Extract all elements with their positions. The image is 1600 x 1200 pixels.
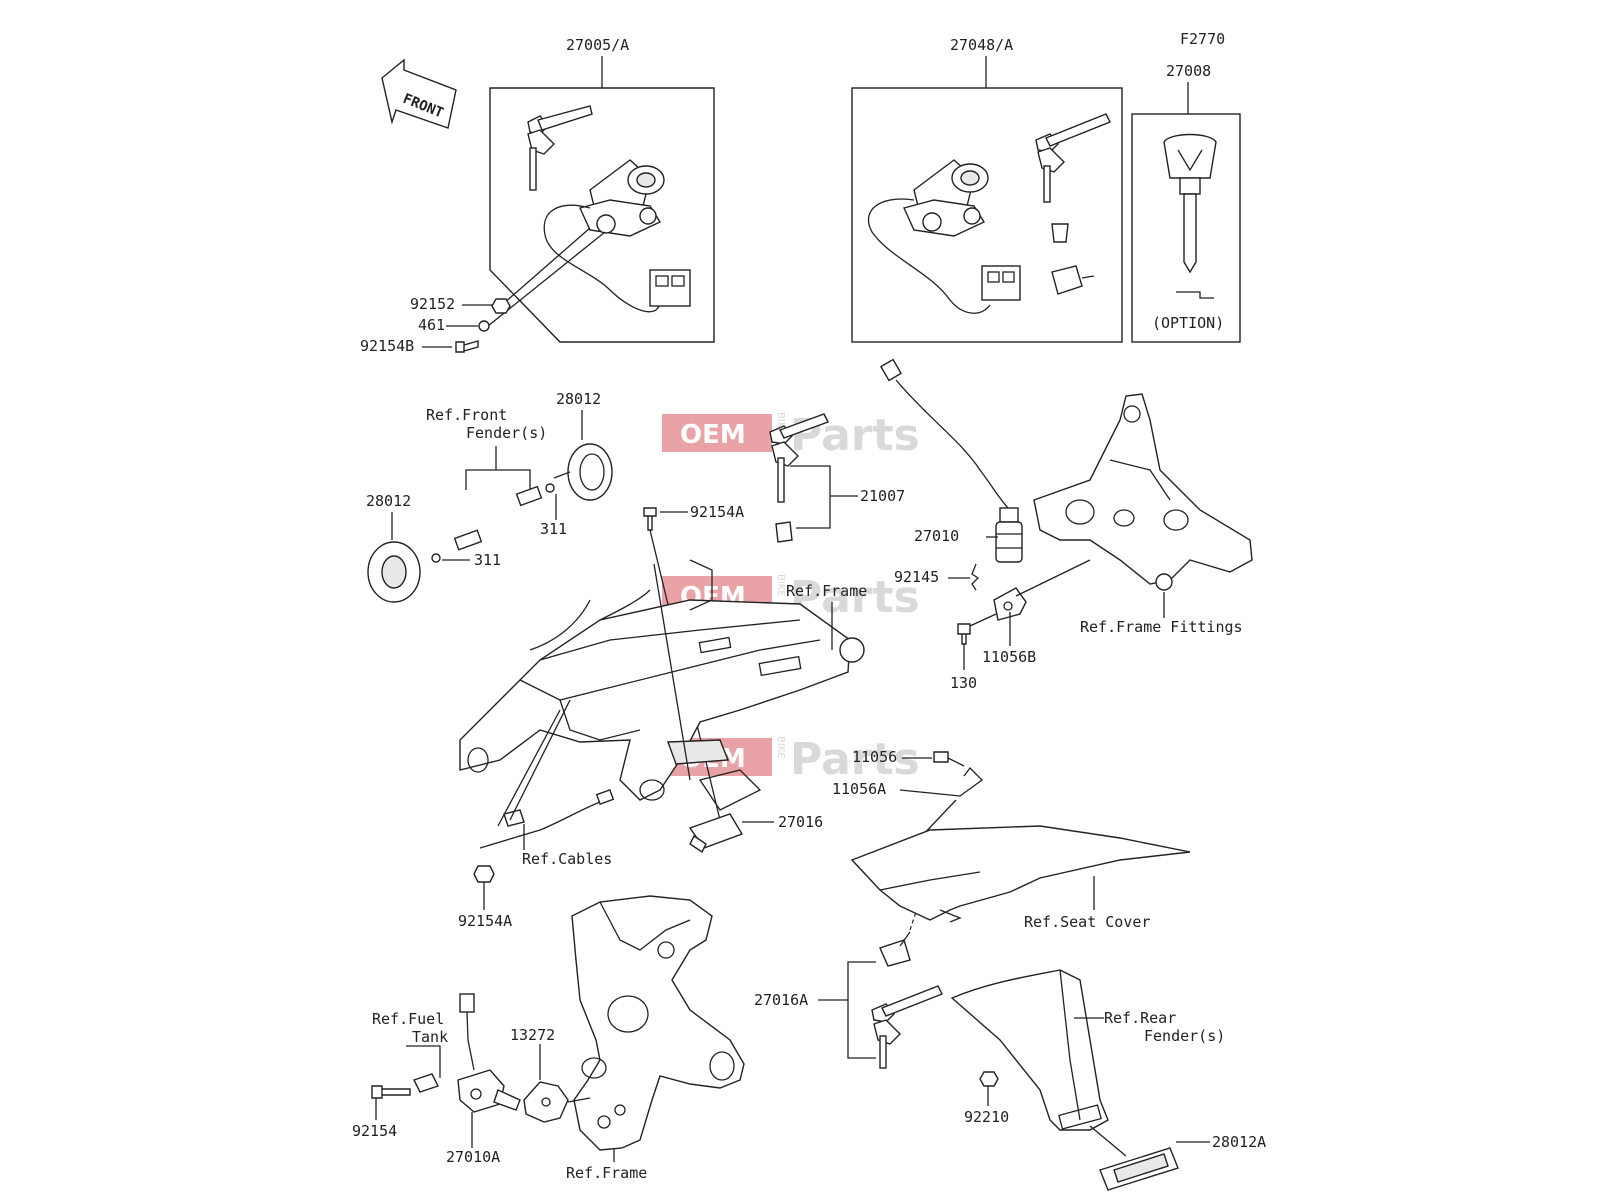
part-label-p27048A[interactable]: 27048/A xyxy=(950,36,1013,54)
rear-frame-icon xyxy=(571,895,745,1151)
ignition-switch-set-27048a: 27048/A xyxy=(851,36,1123,343)
diagram-text: BIKE xyxy=(775,412,786,435)
part-label-p27005A[interactable]: 27005/A xyxy=(566,36,629,54)
seat-lock-switch-27010 xyxy=(879,358,1023,563)
part-label-p92152[interactable]: 92152 xyxy=(410,295,455,313)
part-label-ref-frame-bot[interactable]: Ref.Frame xyxy=(566,1164,647,1182)
part-label-p92154B[interactable]: 92154B xyxy=(360,337,414,355)
cap-icon xyxy=(1051,265,1083,295)
key-set-21007 xyxy=(769,413,858,543)
diagram-text: (OPTION) xyxy=(1152,314,1224,332)
bolt-icon xyxy=(643,507,657,531)
nut-icon xyxy=(979,1071,999,1087)
frame-fittings-icon xyxy=(1033,393,1253,591)
screw-icon xyxy=(455,340,479,353)
connector-icon xyxy=(981,265,1021,301)
spacer-right-icon xyxy=(515,485,543,507)
part-label-p11056A[interactable]: 11056A xyxy=(832,780,886,798)
part-label-p28012A[interactable]: 28012A xyxy=(1212,1133,1266,1151)
part-label-p27010A[interactable]: 27010A xyxy=(446,1148,500,1166)
part-label-p311-left[interactable]: 311 xyxy=(474,551,501,569)
bracket-11056b-icon xyxy=(993,587,1027,621)
lock-27016-icon xyxy=(688,813,744,854)
key-icon xyxy=(1035,113,1111,203)
key-blank-27008: 27008 (OPTION) xyxy=(1131,62,1241,343)
part-label-p28012-left[interactable]: 28012 xyxy=(366,492,411,510)
collar-icon xyxy=(413,1073,439,1093)
insert-icon xyxy=(1051,223,1069,243)
part-label-ref-rear-fender-2[interactable]: Fender(s) xyxy=(1144,1027,1225,1045)
diagram-text: OEM xyxy=(680,420,746,450)
nut-icon xyxy=(431,553,441,563)
reflector-left-icon xyxy=(367,541,421,603)
key-head-icon xyxy=(1163,133,1217,179)
part-label-p11056[interactable]: 11056 xyxy=(852,748,897,766)
part-label-ref-cables[interactable]: Ref.Cables xyxy=(522,850,612,868)
diagram-text: BIKE xyxy=(775,736,786,759)
diagram-text: BIKE xyxy=(775,574,786,597)
bracket-11056a-icon xyxy=(899,767,983,797)
bolt-92154-icon xyxy=(371,1085,411,1099)
cable-icon xyxy=(479,789,615,849)
part-label-p21007[interactable]: 21007 xyxy=(860,487,905,505)
part-label-p92145[interactable]: 92145 xyxy=(894,568,939,586)
key-icon xyxy=(527,105,593,191)
part-label-ref-frame-fittings[interactable]: Ref.Frame Fittings xyxy=(1080,618,1243,636)
insert-icon xyxy=(775,521,793,543)
part-label-ref-seat-cover[interactable]: Ref.Seat Cover xyxy=(1024,913,1150,931)
lock-cylinder-icon xyxy=(579,159,665,237)
part-label-p27016[interactable]: 27016 xyxy=(778,813,823,831)
part-label-ref-front-fender-1[interactable]: Ref.Front xyxy=(426,406,507,424)
lock-set-27016a xyxy=(871,931,943,1069)
rear-fender-icon xyxy=(950,969,1109,1131)
diagram-text: Parts xyxy=(790,410,920,461)
figure-id: F2770 xyxy=(1180,30,1225,48)
part-label-ref-front-fender-2[interactable]: Fender(s) xyxy=(466,424,547,442)
part-label-p461[interactable]: 461 xyxy=(418,316,445,334)
part-label-p11056B[interactable]: 11056B xyxy=(982,648,1036,666)
part-label-p92210[interactable]: 92210 xyxy=(964,1108,1009,1126)
lock-cylinder-icon xyxy=(903,159,989,237)
part-label-p92154A-bot[interactable]: 92154A xyxy=(458,912,512,930)
part-label-p27008[interactable]: 27008 xyxy=(1166,62,1211,80)
part-label-p311-right[interactable]: 311 xyxy=(540,520,567,538)
bracket-13272-icon xyxy=(523,1081,569,1123)
nut-icon xyxy=(545,483,555,493)
part-label-p92154[interactable]: 92154 xyxy=(352,1122,397,1140)
part-label-ref-fuel-tank-1[interactable]: Ref.Fuel xyxy=(372,1010,444,1028)
ignition-switch-set-27005a: 27005/A xyxy=(482,36,715,343)
part-label-p13272[interactable]: 13272 xyxy=(510,1026,555,1044)
diagram-text: Parts xyxy=(790,734,920,785)
reflector-rear-icon xyxy=(1099,1147,1179,1191)
nut-icon xyxy=(473,865,495,883)
washer-icon xyxy=(478,320,490,332)
clip-icon xyxy=(971,563,980,591)
main-frame-icon xyxy=(459,559,865,811)
seat-cover-icon xyxy=(850,825,1191,923)
spacer-left-icon xyxy=(453,529,483,551)
front-arrow: FRONT xyxy=(381,58,457,129)
bolt-icon xyxy=(957,623,971,645)
fuel-switch-27010a xyxy=(457,993,521,1113)
clip-11056-icon xyxy=(933,751,949,763)
part-label-p27016A[interactable]: 27016A xyxy=(754,991,808,1009)
part-label-ref-frame-mid[interactable]: Ref.Frame xyxy=(786,582,867,600)
part-label-p130[interactable]: 130 xyxy=(950,674,977,692)
nut-icon xyxy=(491,298,511,314)
part-label-ref-rear-fender-1[interactable]: Ref.Rear xyxy=(1104,1009,1176,1027)
part-label-p92154A-top[interactable]: 92154A xyxy=(690,503,744,521)
part-label-ref-fuel-tank-2[interactable]: Tank xyxy=(412,1028,448,1046)
part-label-p27010[interactable]: 27010 xyxy=(914,527,959,545)
reflector-right-icon xyxy=(553,443,613,501)
part-label-p28012-top[interactable]: 28012 xyxy=(556,390,601,408)
